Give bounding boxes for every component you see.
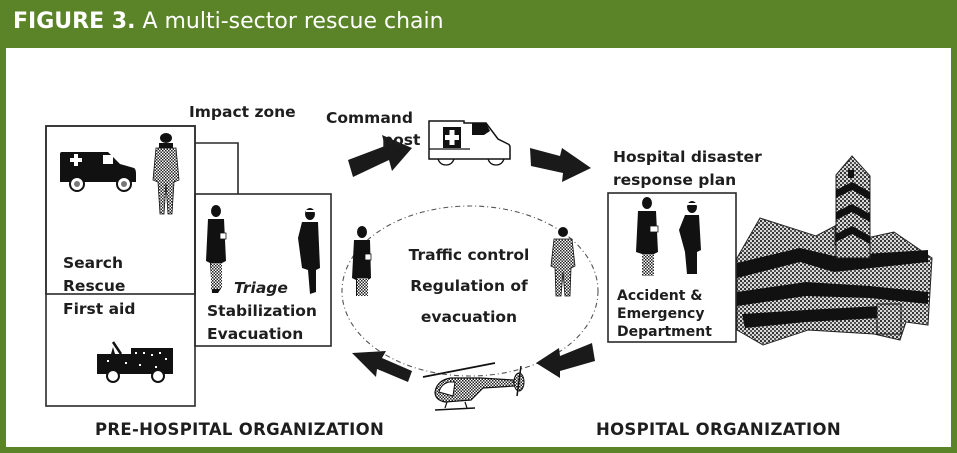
- helicopter-icon: [422, 362, 525, 411]
- post-line: post: [382, 131, 421, 149]
- soldier-icon: [152, 133, 180, 215]
- traffic-control-text: Traffic control Regulation of evacuation: [390, 240, 548, 333]
- flow-arrow-icon: [348, 135, 595, 382]
- command-post-label: Command post: [326, 107, 420, 151]
- hospital-organization-label: HOSPITAL ORGANIZATION: [596, 420, 841, 439]
- soldier-icon: [550, 227, 576, 297]
- triage-line: Triage: [234, 279, 288, 297]
- plan-line-1: Hospital disaster: [613, 148, 762, 166]
- ed-line-accident: Accident &: [617, 288, 703, 304]
- doctor-icon: [206, 205, 227, 293]
- ed-line-emergency: Emergency: [617, 306, 705, 322]
- stabilization-line: Stabilization: [207, 302, 317, 320]
- hospital-plan-label: Hospital disaster response plan: [613, 146, 762, 192]
- triage-box: [194, 193, 332, 347]
- doctor-icon: [636, 197, 659, 276]
- field-box-text: Search Rescue First aid: [63, 252, 135, 321]
- figure-header: FIGURE 3. A multi-sector rescue chain: [0, 0, 957, 48]
- figure-caption: A multi-sector rescue chain: [142, 9, 444, 34]
- field-line-search: Search: [63, 254, 124, 272]
- traffic-control-line: Traffic control: [408, 246, 530, 264]
- field-line-first-aid: First aid: [63, 300, 136, 318]
- arrow-to-prehospital: [352, 351, 412, 382]
- pre-hospital-organization-label: PRE-HOSPITAL ORGANIZATION: [95, 420, 385, 439]
- traffic-control-ellipse: [341, 205, 599, 377]
- emergency-department-box: [607, 192, 737, 343]
- arrow-from-hospital: [536, 343, 595, 378]
- doctor-icon: [352, 226, 372, 296]
- ed-box-text: Accident & Emergency Department: [617, 287, 712, 341]
- command-ambulance-icon: [428, 120, 511, 166]
- ed-line-department: Department: [617, 324, 712, 340]
- arrow-to-command: [348, 135, 412, 177]
- plan-line-2: response plan: [613, 171, 737, 189]
- impact-zone-label: Impact zone: [189, 103, 296, 121]
- ambulance-icon: [60, 152, 136, 192]
- regulation-line: Regulation of: [410, 277, 528, 295]
- figure-label: FIGURE 3.: [13, 9, 136, 34]
- nurse-icon: [679, 201, 701, 274]
- figure-title: FIGURE 3. A multi-sector rescue chain: [13, 9, 444, 34]
- field-line-rescue: Rescue: [63, 277, 126, 295]
- evacuation-line: Evacuation: [207, 325, 304, 343]
- command-line: Command: [326, 109, 413, 127]
- hospital-building-icon: [736, 155, 933, 346]
- fire-truck-icon: [97, 341, 173, 383]
- impact-connector: [195, 142, 239, 194]
- arrow-to-hospital: [530, 148, 591, 182]
- triage-box-text: Triage Stabilization Evacuation: [207, 277, 317, 346]
- evacuation-center-line: evacuation: [420, 308, 518, 326]
- nurse-icon: [298, 208, 320, 294]
